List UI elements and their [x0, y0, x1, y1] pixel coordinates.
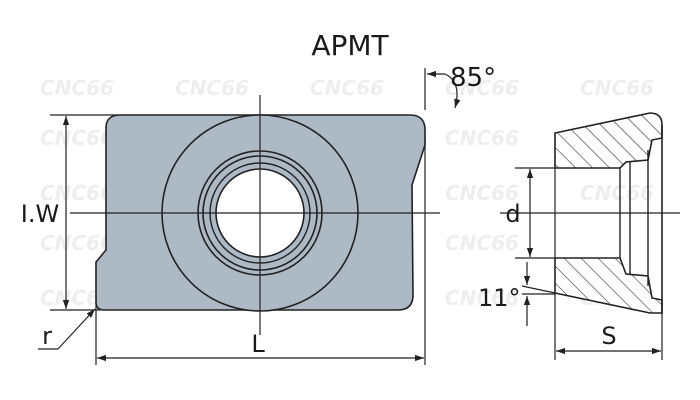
length-dimension: L: [95, 140, 426, 365]
watermark-mark: CNC66: [580, 76, 654, 100]
watermark-mark: CNC66: [580, 181, 654, 205]
watermark-mark: CNC66: [40, 231, 114, 255]
thickness-dimension: S: [554, 293, 663, 360]
watermark-mark: CNC66: [40, 181, 114, 205]
width-label: I.W: [21, 200, 59, 228]
hole-label: d: [505, 200, 520, 228]
watermark-mark: CNC66: [445, 231, 519, 255]
clearance-angle-side: 11°: [478, 262, 556, 326]
radius-label: r: [42, 322, 52, 350]
clearance-angle-top: 85°: [424, 63, 496, 110]
extension-line: [521, 285, 556, 294]
watermark-mark: CNC66: [310, 76, 384, 100]
watermark-mark: CNC66: [445, 126, 519, 150]
section-upper: [554, 112, 663, 169]
angle-arc: [444, 73, 461, 109]
watermark-mark: CNC66: [445, 181, 519, 205]
section-lower: [554, 257, 663, 314]
watermark-mark: CNC66: [40, 76, 114, 100]
insert-top-view: [70, 95, 440, 335]
clearance-angle-top-label: 85°: [450, 63, 496, 93]
thickness-label: S: [601, 322, 616, 350]
hole-dimension: d: [505, 167, 556, 259]
watermark-mark: CNC66: [445, 286, 519, 310]
clearance-angle-side-label: 11°: [478, 284, 521, 312]
leader-line: [57, 308, 96, 350]
width-dimension: I.W: [21, 114, 118, 311]
watermark-mark: CNC66: [40, 126, 114, 150]
diagram-title: APMT: [311, 29, 389, 62]
length-label: L: [251, 330, 265, 358]
watermark-mark: CNC66: [175, 76, 249, 100]
radius-callout: r: [38, 308, 96, 350]
